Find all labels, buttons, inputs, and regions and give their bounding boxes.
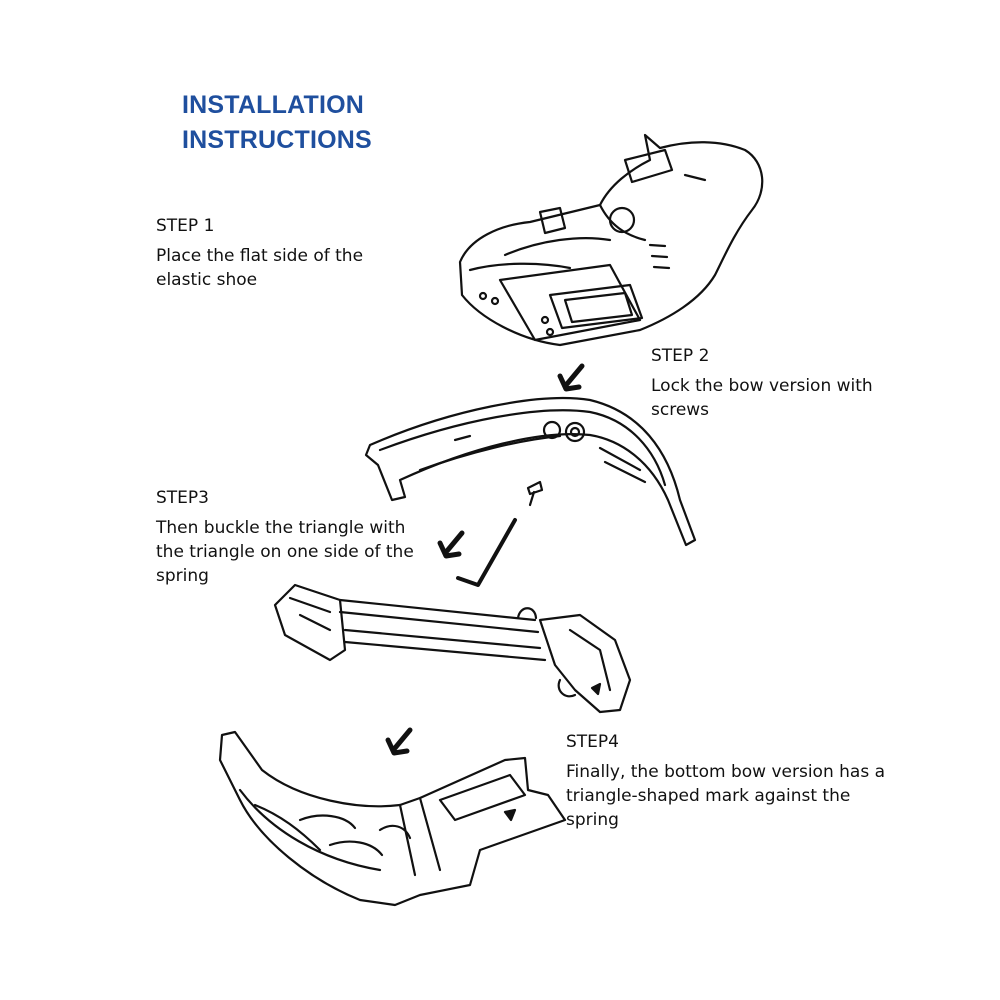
step-3: STEP3 Then buckle the triangle with the … bbox=[156, 486, 436, 588]
direction-arrow bbox=[557, 363, 585, 392]
step-1-text: Place the flat side of the elastic shoe bbox=[156, 246, 364, 290]
step-2-heading: STEP 2 bbox=[651, 346, 710, 366]
title-line-2: INSTRUCTIONS bbox=[182, 126, 372, 154]
spring-assembly bbox=[273, 583, 632, 714]
screw bbox=[526, 480, 544, 507]
direction-arrow bbox=[437, 530, 465, 559]
step-4-text: Finally, the bottom bow version has a tr… bbox=[566, 762, 885, 830]
upper-bow-plate bbox=[364, 397, 697, 547]
step-3-text: Then buckle the triangle with the triang… bbox=[156, 518, 414, 586]
title-line-1: INSTALLATION bbox=[182, 91, 365, 119]
shoe-illustration bbox=[458, 133, 764, 347]
step-1-heading: STEP 1 bbox=[156, 216, 215, 236]
step-3-heading: STEP3 bbox=[156, 488, 209, 508]
step-4-heading: STEP4 bbox=[566, 732, 619, 752]
hex-key bbox=[456, 518, 517, 587]
bottom-bow-plate bbox=[218, 730, 567, 907]
step-1: STEP 1 Place the flat side of the elasti… bbox=[156, 214, 416, 292]
step-2: STEP 2 Lock the bow version with screws bbox=[651, 344, 911, 422]
step-4: STEP4 Finally, the bottom bow version ha… bbox=[566, 730, 886, 832]
direction-arrow bbox=[385, 727, 413, 756]
step-2-text: Lock the bow version with screws bbox=[651, 376, 873, 420]
page-title: INSTALLATION INSTRUCTIONS bbox=[182, 88, 372, 158]
